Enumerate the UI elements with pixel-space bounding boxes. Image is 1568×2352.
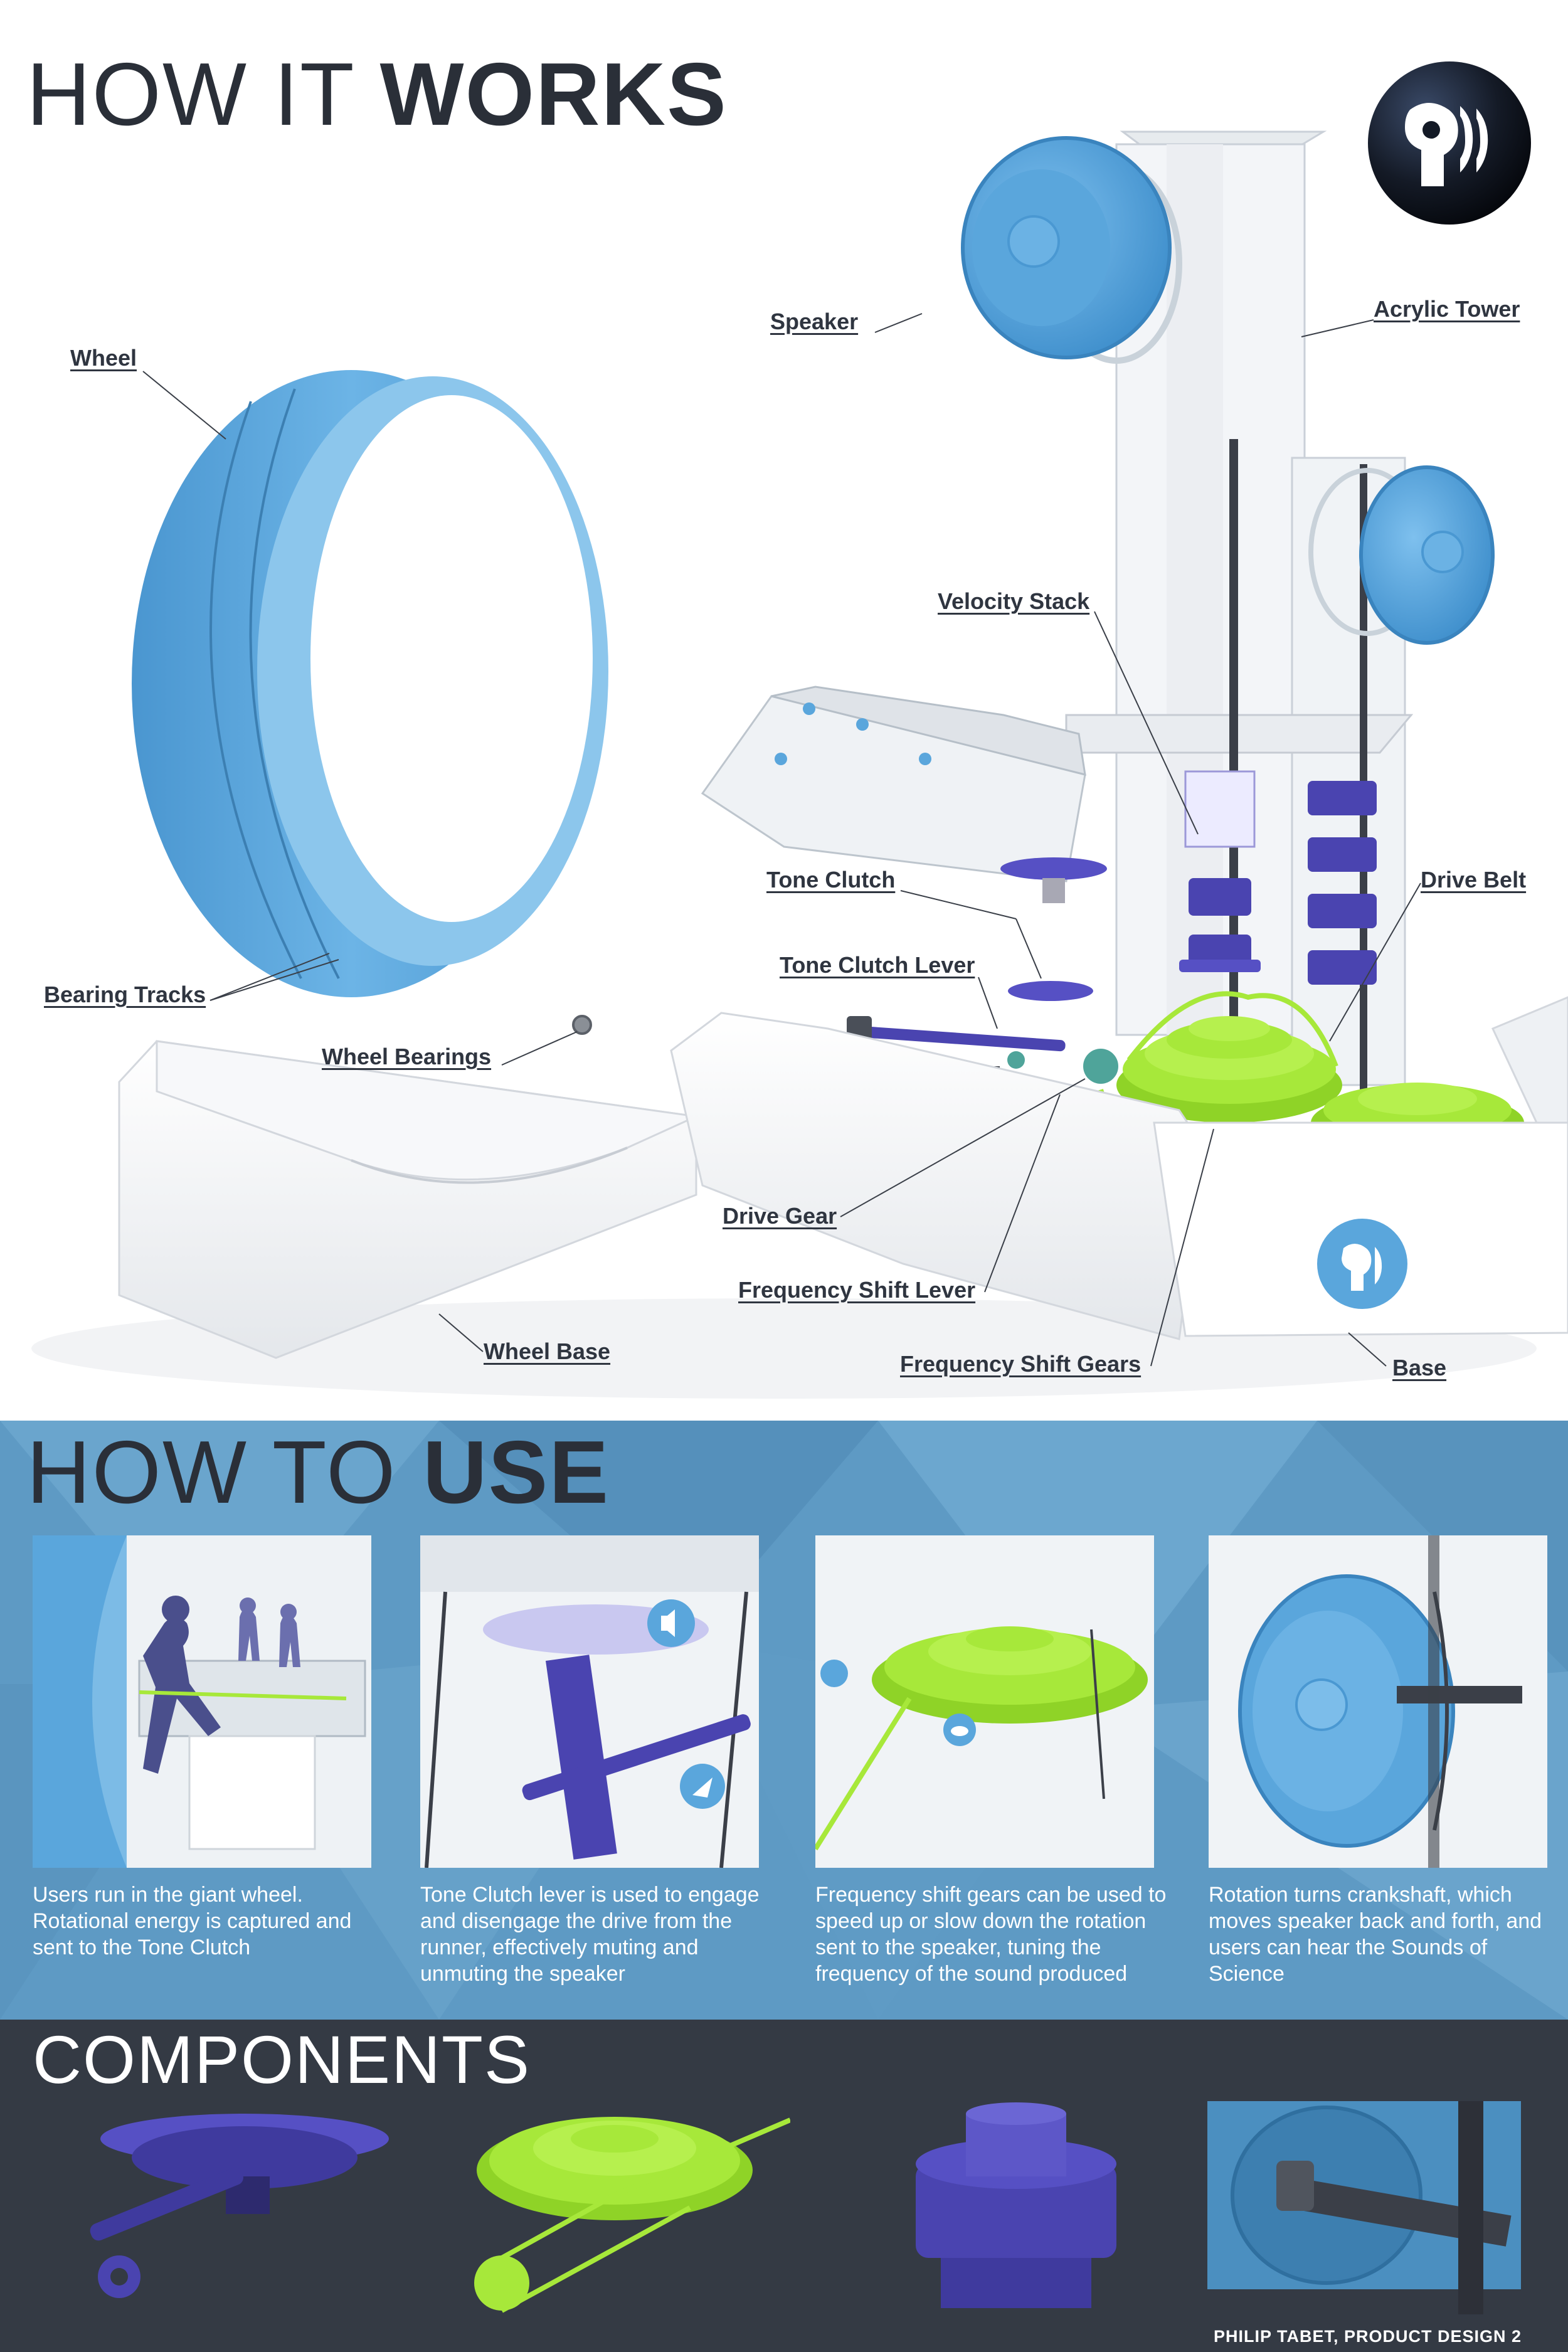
components-title-text: COMPONENTS bbox=[33, 2021, 531, 2097]
step-4-caption: Rotation turns crankshaft, which moves s… bbox=[1209, 1883, 1542, 1986]
footer-credit: PHILIP TABET, PRODUCT DESIGN 2 bbox=[1214, 2327, 1522, 2346]
use-title-bold: USE bbox=[423, 1422, 610, 1522]
exploded-diagram bbox=[31, 130, 1568, 1399]
how-it-works-title: HOW IT WORKS bbox=[26, 50, 728, 139]
step-2-caption: Tone Clutch lever is used to engage and … bbox=[420, 1883, 760, 1986]
label-wheel-base: Wheel Base bbox=[484, 1338, 611, 1364]
label-wheel-bearings: Wheel Bearings bbox=[322, 1044, 492, 1069]
step-2-image bbox=[420, 1535, 759, 1868]
component-frequency-gears bbox=[474, 2117, 790, 2313]
how-it-works-section: HOW IT WORKS bbox=[26, 50, 1568, 1399]
label-tone-clutch: Tone Clutch bbox=[766, 867, 896, 893]
component-crankshaft bbox=[1207, 2101, 1521, 2314]
tone-clutch-lower bbox=[1008, 981, 1093, 1001]
tone-clutch-disc bbox=[1000, 857, 1107, 880]
component-velocity-stack bbox=[916, 2102, 1116, 2308]
wheel-base bbox=[118, 1040, 700, 1359]
label-tone-clutch-lever: Tone Clutch Lever bbox=[780, 952, 975, 978]
tone-clutch-lever bbox=[852, 1025, 1066, 1052]
label-frequency-shift-lever: Frequency Shift Lever bbox=[738, 1277, 976, 1303]
pbs-logo-icon bbox=[1368, 61, 1531, 225]
how-to-use-title: HOW TO USE bbox=[26, 1428, 610, 1517]
label-base: Base bbox=[1392, 1355, 1447, 1380]
wheel bbox=[132, 370, 608, 997]
step-1-caption: Users run in the giant wheel. Rotational… bbox=[33, 1883, 352, 1959]
speaker-right bbox=[1308, 465, 1495, 645]
components-title: COMPONENTS bbox=[33, 2026, 531, 2094]
label-drive-belt: Drive Belt bbox=[1421, 867, 1527, 893]
velocity-stack bbox=[1179, 770, 1377, 985]
title-bold-part: WORKS bbox=[379, 45, 728, 144]
label-velocity-stack: Velocity Stack bbox=[938, 588, 1090, 614]
step-4-image bbox=[1209, 1535, 1547, 1868]
label-bearing-tracks: Bearing Tracks bbox=[44, 982, 206, 1007]
drive-gear bbox=[1083, 1049, 1118, 1084]
label-acrylic-tower: Acrylic Tower bbox=[1374, 296, 1520, 322]
step-3-caption: Frequency shift gears can be used to spe… bbox=[815, 1883, 1167, 1986]
component-tone-clutch bbox=[90, 2114, 389, 2298]
main-base bbox=[670, 996, 1568, 1340]
label-frequency-shift-gears: Frequency Shift Gears bbox=[900, 1351, 1142, 1377]
step-1-image bbox=[33, 1535, 371, 1868]
step-3-image bbox=[815, 1535, 1154, 1868]
use-title-light: HOW TO bbox=[26, 1422, 423, 1522]
label-speaker: Speaker bbox=[770, 309, 859, 334]
title-light-part: HOW IT bbox=[26, 45, 380, 144]
speaker-top bbox=[961, 136, 1182, 364]
label-drive-gear: Drive Gear bbox=[723, 1203, 837, 1229]
label-wheel: Wheel bbox=[70, 345, 137, 371]
